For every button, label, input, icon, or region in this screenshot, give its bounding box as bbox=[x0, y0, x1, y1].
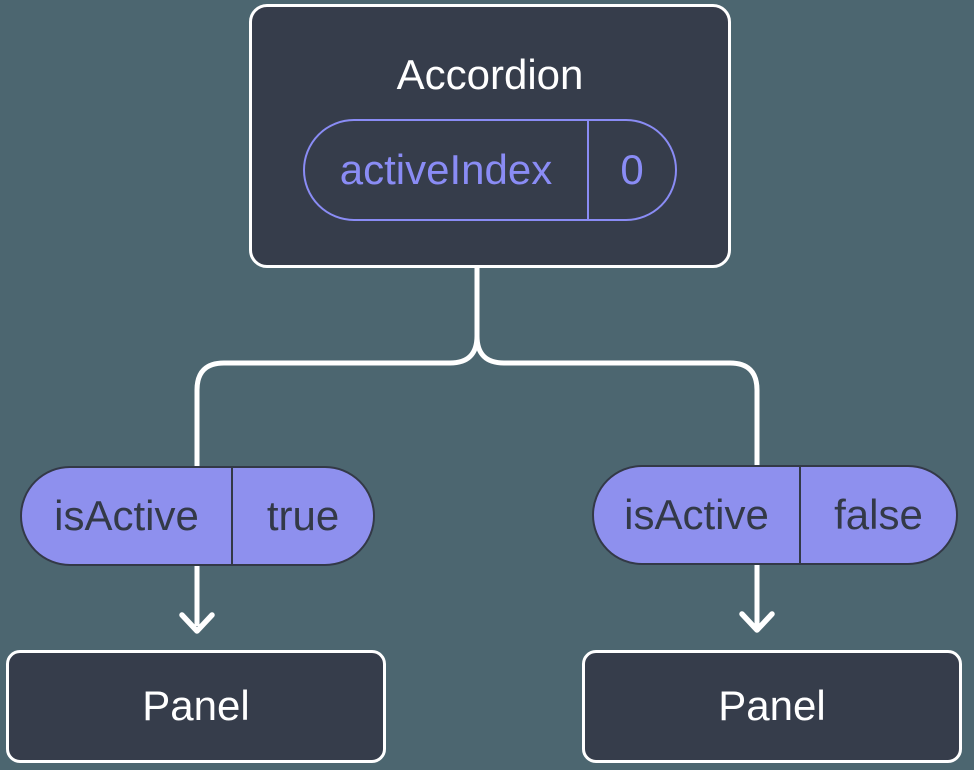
panel-node-left: Panel bbox=[6, 650, 386, 763]
branch-line-right bbox=[474, 266, 760, 626]
arrow-down-icon bbox=[739, 611, 775, 633]
state-name: activeIndex bbox=[339, 146, 553, 194]
prop-value: false bbox=[799, 467, 956, 563]
state-value: 0 bbox=[587, 121, 675, 220]
prop-pill-right: isActive false bbox=[592, 465, 958, 565]
panel-title: Panel bbox=[142, 682, 250, 730]
prop-name: isActive bbox=[54, 492, 199, 539]
prop-name: isActive bbox=[624, 491, 769, 538]
prop-value: true bbox=[231, 468, 373, 564]
accordion-title: Accordion bbox=[396, 50, 584, 98]
arrow-down-icon bbox=[179, 612, 215, 634]
panel-node-right: Panel bbox=[582, 650, 962, 763]
branch-line-left bbox=[194, 266, 480, 626]
prop-pill-left: isActive true bbox=[20, 466, 375, 566]
panel-title: Panel bbox=[718, 682, 826, 730]
state-pill: activeIndex 0 bbox=[303, 119, 677, 222]
accordion-node: Accordion activeIndex 0 bbox=[249, 4, 731, 268]
